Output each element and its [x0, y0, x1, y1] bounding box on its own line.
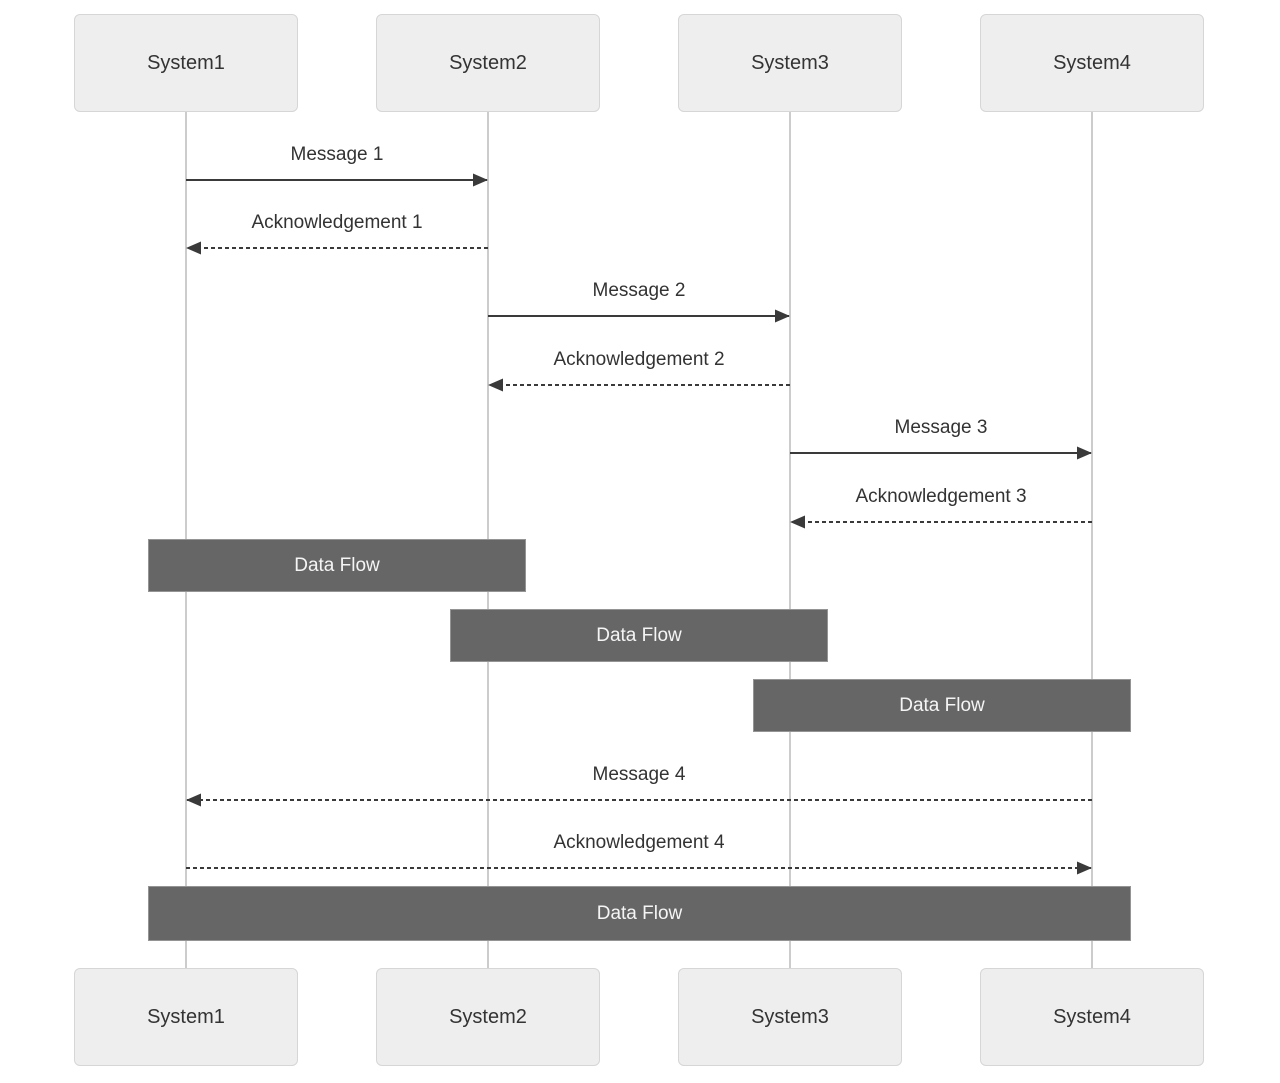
acknowledgement-4-label: Acknowledgement 4 [553, 832, 725, 853]
actor-system4-bottom: System4 [980, 968, 1204, 1066]
acknowledgement-3-label: Acknowledgement 3 [855, 486, 1027, 507]
actor-label: System4 [1053, 51, 1131, 74]
actor-label: System3 [751, 51, 829, 74]
data-flow-label: Data Flow [596, 902, 683, 924]
actor-label: System1 [147, 1005, 225, 1028]
actor-system2-bottom: System2 [376, 968, 600, 1066]
acknowledgement-1-label: Acknowledgement 1 [251, 212, 423, 233]
data-flow-label: Data Flow [899, 694, 985, 716]
actor-label: System2 [449, 1005, 527, 1028]
actor-system1-bottom: System1 [74, 968, 298, 1066]
data-flow-bar-system1-system4: Data Flow [148, 886, 1131, 941]
actor-system3-bottom: System3 [678, 968, 902, 1066]
data-flow-label: Data Flow [294, 554, 380, 576]
data-flow-bar-system2-system3: Data Flow [450, 609, 828, 662]
actor-system4-top: System4 [980, 14, 1204, 112]
actor-system2-top: System2 [376, 14, 600, 112]
message-4-label: Message 4 [592, 764, 686, 785]
data-flow-bar-system3-system4: Data Flow [753, 679, 1131, 732]
message-1-label: Message 1 [290, 144, 384, 165]
acknowledgement-2-label: Acknowledgement 2 [553, 349, 725, 370]
actor-label: System3 [751, 1005, 829, 1028]
actor-label: System1 [147, 51, 225, 74]
message-2-label: Message 2 [592, 280, 686, 301]
data-flow-bar-system1-system2: Data Flow [148, 539, 526, 592]
actor-label: System2 [449, 51, 527, 74]
actor-label: System4 [1053, 1005, 1131, 1028]
data-flow-label: Data Flow [596, 624, 682, 646]
actor-system1-top: System1 [74, 14, 298, 112]
message-3-label: Message 3 [894, 417, 988, 438]
actor-system3-top: System3 [678, 14, 902, 112]
